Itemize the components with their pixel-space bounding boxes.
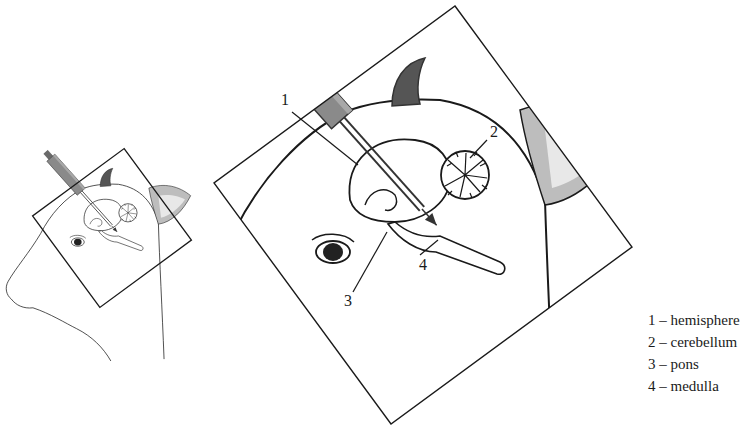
key-entry: 2 – cerebellum	[648, 335, 737, 350]
overview-view	[6, 148, 191, 361]
callout-number: 1	[281, 92, 289, 108]
key-entry: 3 – pons	[648, 357, 699, 372]
enlarged-view	[145, 6, 632, 428]
callout-number: 3	[344, 293, 352, 309]
callout-number: 4	[419, 257, 427, 273]
key-entry: 4 – medulla	[648, 379, 719, 394]
callout-number: 2	[490, 124, 498, 140]
key-entry: 1 – hemisphere	[648, 313, 740, 328]
leader-lines	[292, 112, 487, 292]
